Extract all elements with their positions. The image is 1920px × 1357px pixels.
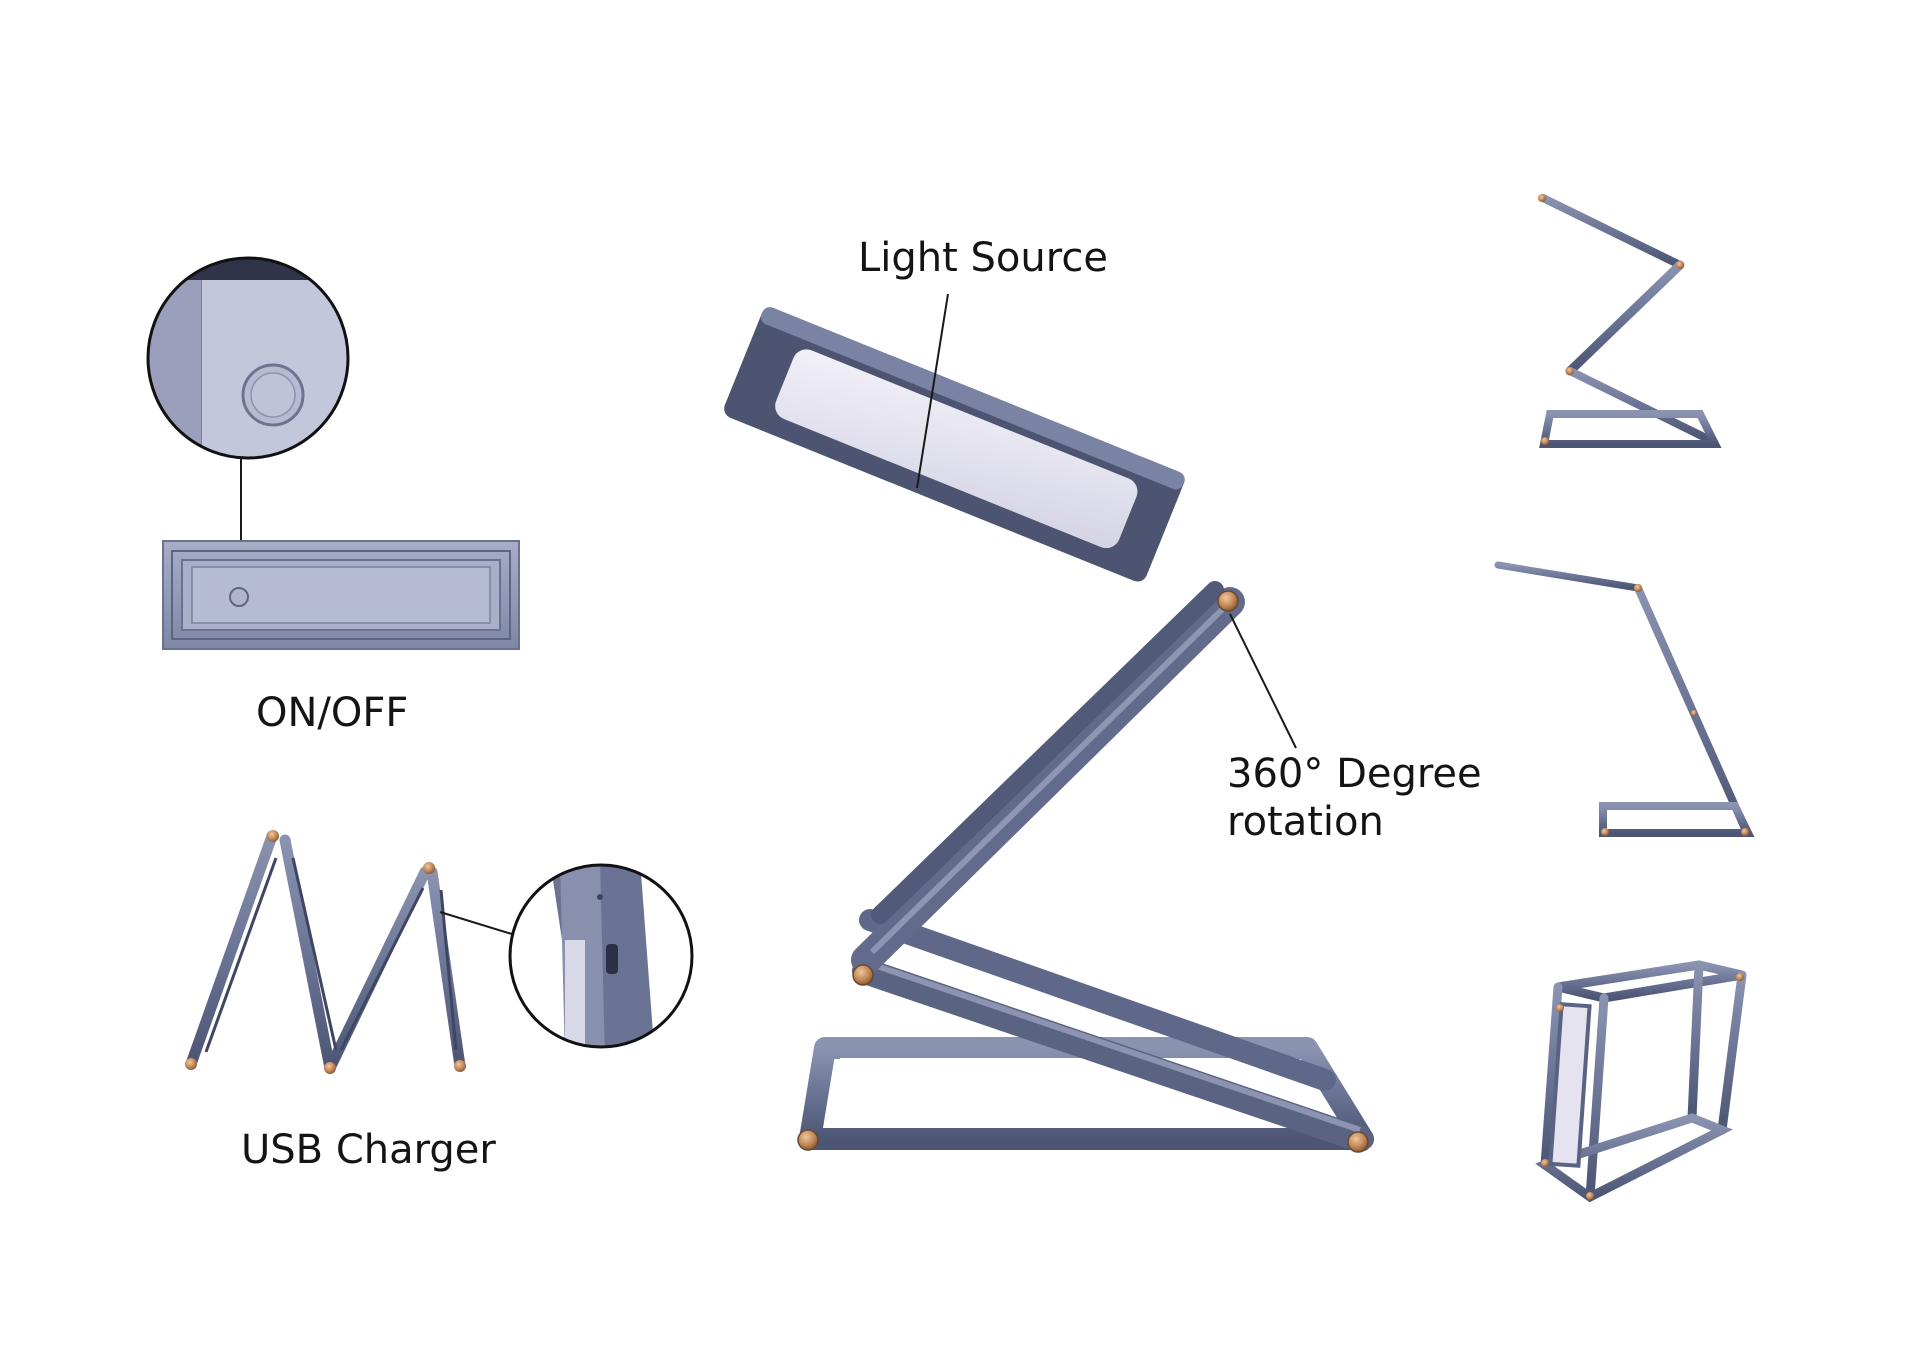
folding-position-2 <box>1494 561 1755 837</box>
usb-charger-label: USB Charger <box>241 1127 496 1173</box>
light-source-label: Light Source <box>858 235 1108 281</box>
rotation-label: 360° Degree rotation <box>1227 750 1482 846</box>
on-off-label: ON/OFF <box>256 690 409 736</box>
folding-position-3 <box>1535 960 1747 1203</box>
rotation-label-line2: rotation <box>1227 799 1384 845</box>
power-button-detail <box>146 256 520 650</box>
folding-position-1 <box>1539 194 1722 448</box>
folded-lamp-usb-detail <box>185 830 694 1074</box>
rotation-label-line1: 360° Degree <box>1227 751 1482 797</box>
main-lamp <box>724 293 1374 1153</box>
